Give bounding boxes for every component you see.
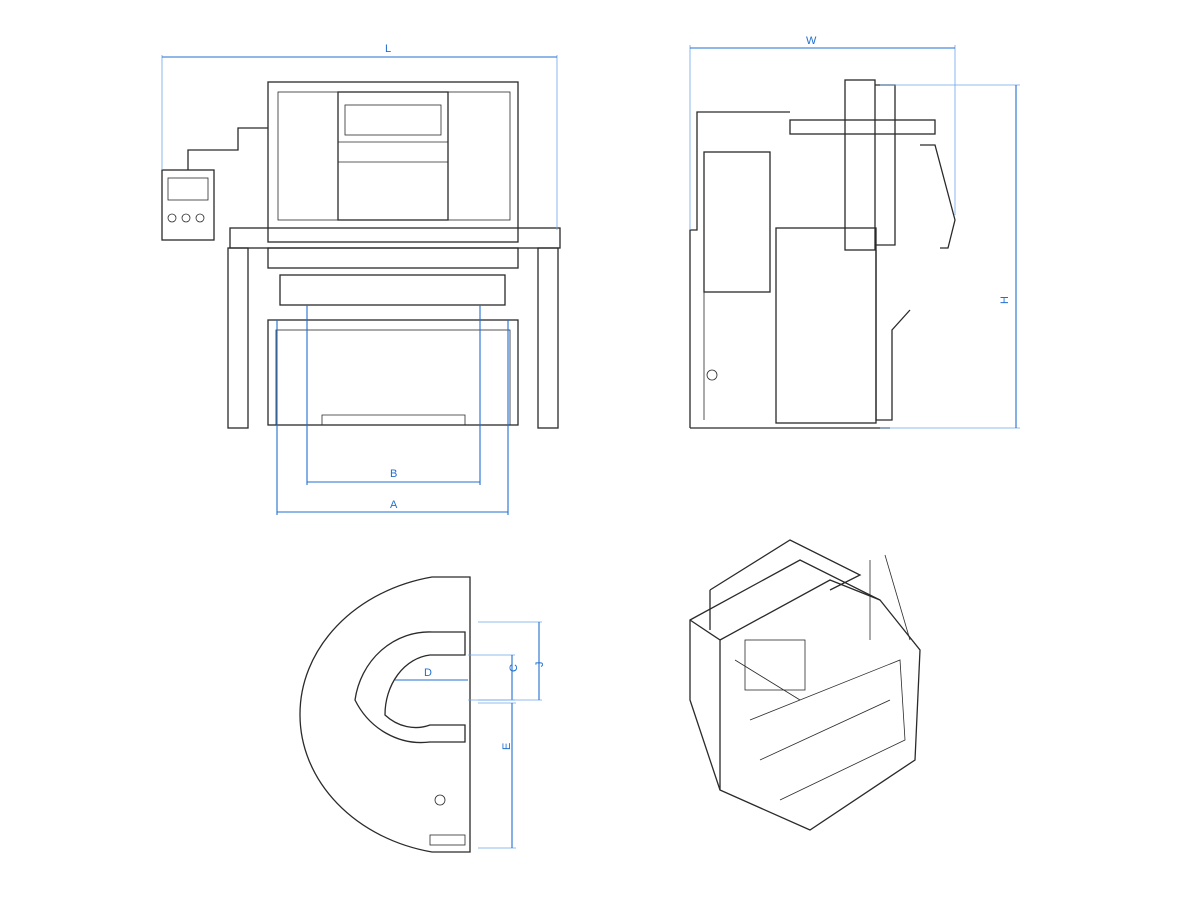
dimension-label-J: J xyxy=(534,662,546,668)
side-view xyxy=(689,79,956,429)
dimension-label-L: L xyxy=(385,43,391,55)
dimension-label-C: C xyxy=(508,664,520,672)
isometric-view xyxy=(689,539,921,831)
dimension-label-H: H xyxy=(999,296,1011,304)
front-view xyxy=(161,81,561,429)
dimension-B: B xyxy=(306,305,481,485)
dimension-label-B: B xyxy=(390,468,397,480)
dimension-label-A: A xyxy=(390,499,398,511)
dimension-H: H xyxy=(880,84,1020,429)
dimension-W: W xyxy=(689,35,956,230)
dimension-D: D xyxy=(395,667,468,681)
throat-view xyxy=(299,576,471,853)
dimension-C: C xyxy=(468,654,520,701)
dimension-label-E: E xyxy=(501,743,513,750)
dimension-L: L xyxy=(161,43,558,230)
dimension-label-W: W xyxy=(806,35,817,47)
dimension-A: A xyxy=(276,320,509,515)
dimension-J: J xyxy=(478,621,546,701)
dimension-E: E xyxy=(478,702,516,849)
dimension-label-D: D xyxy=(424,667,432,679)
